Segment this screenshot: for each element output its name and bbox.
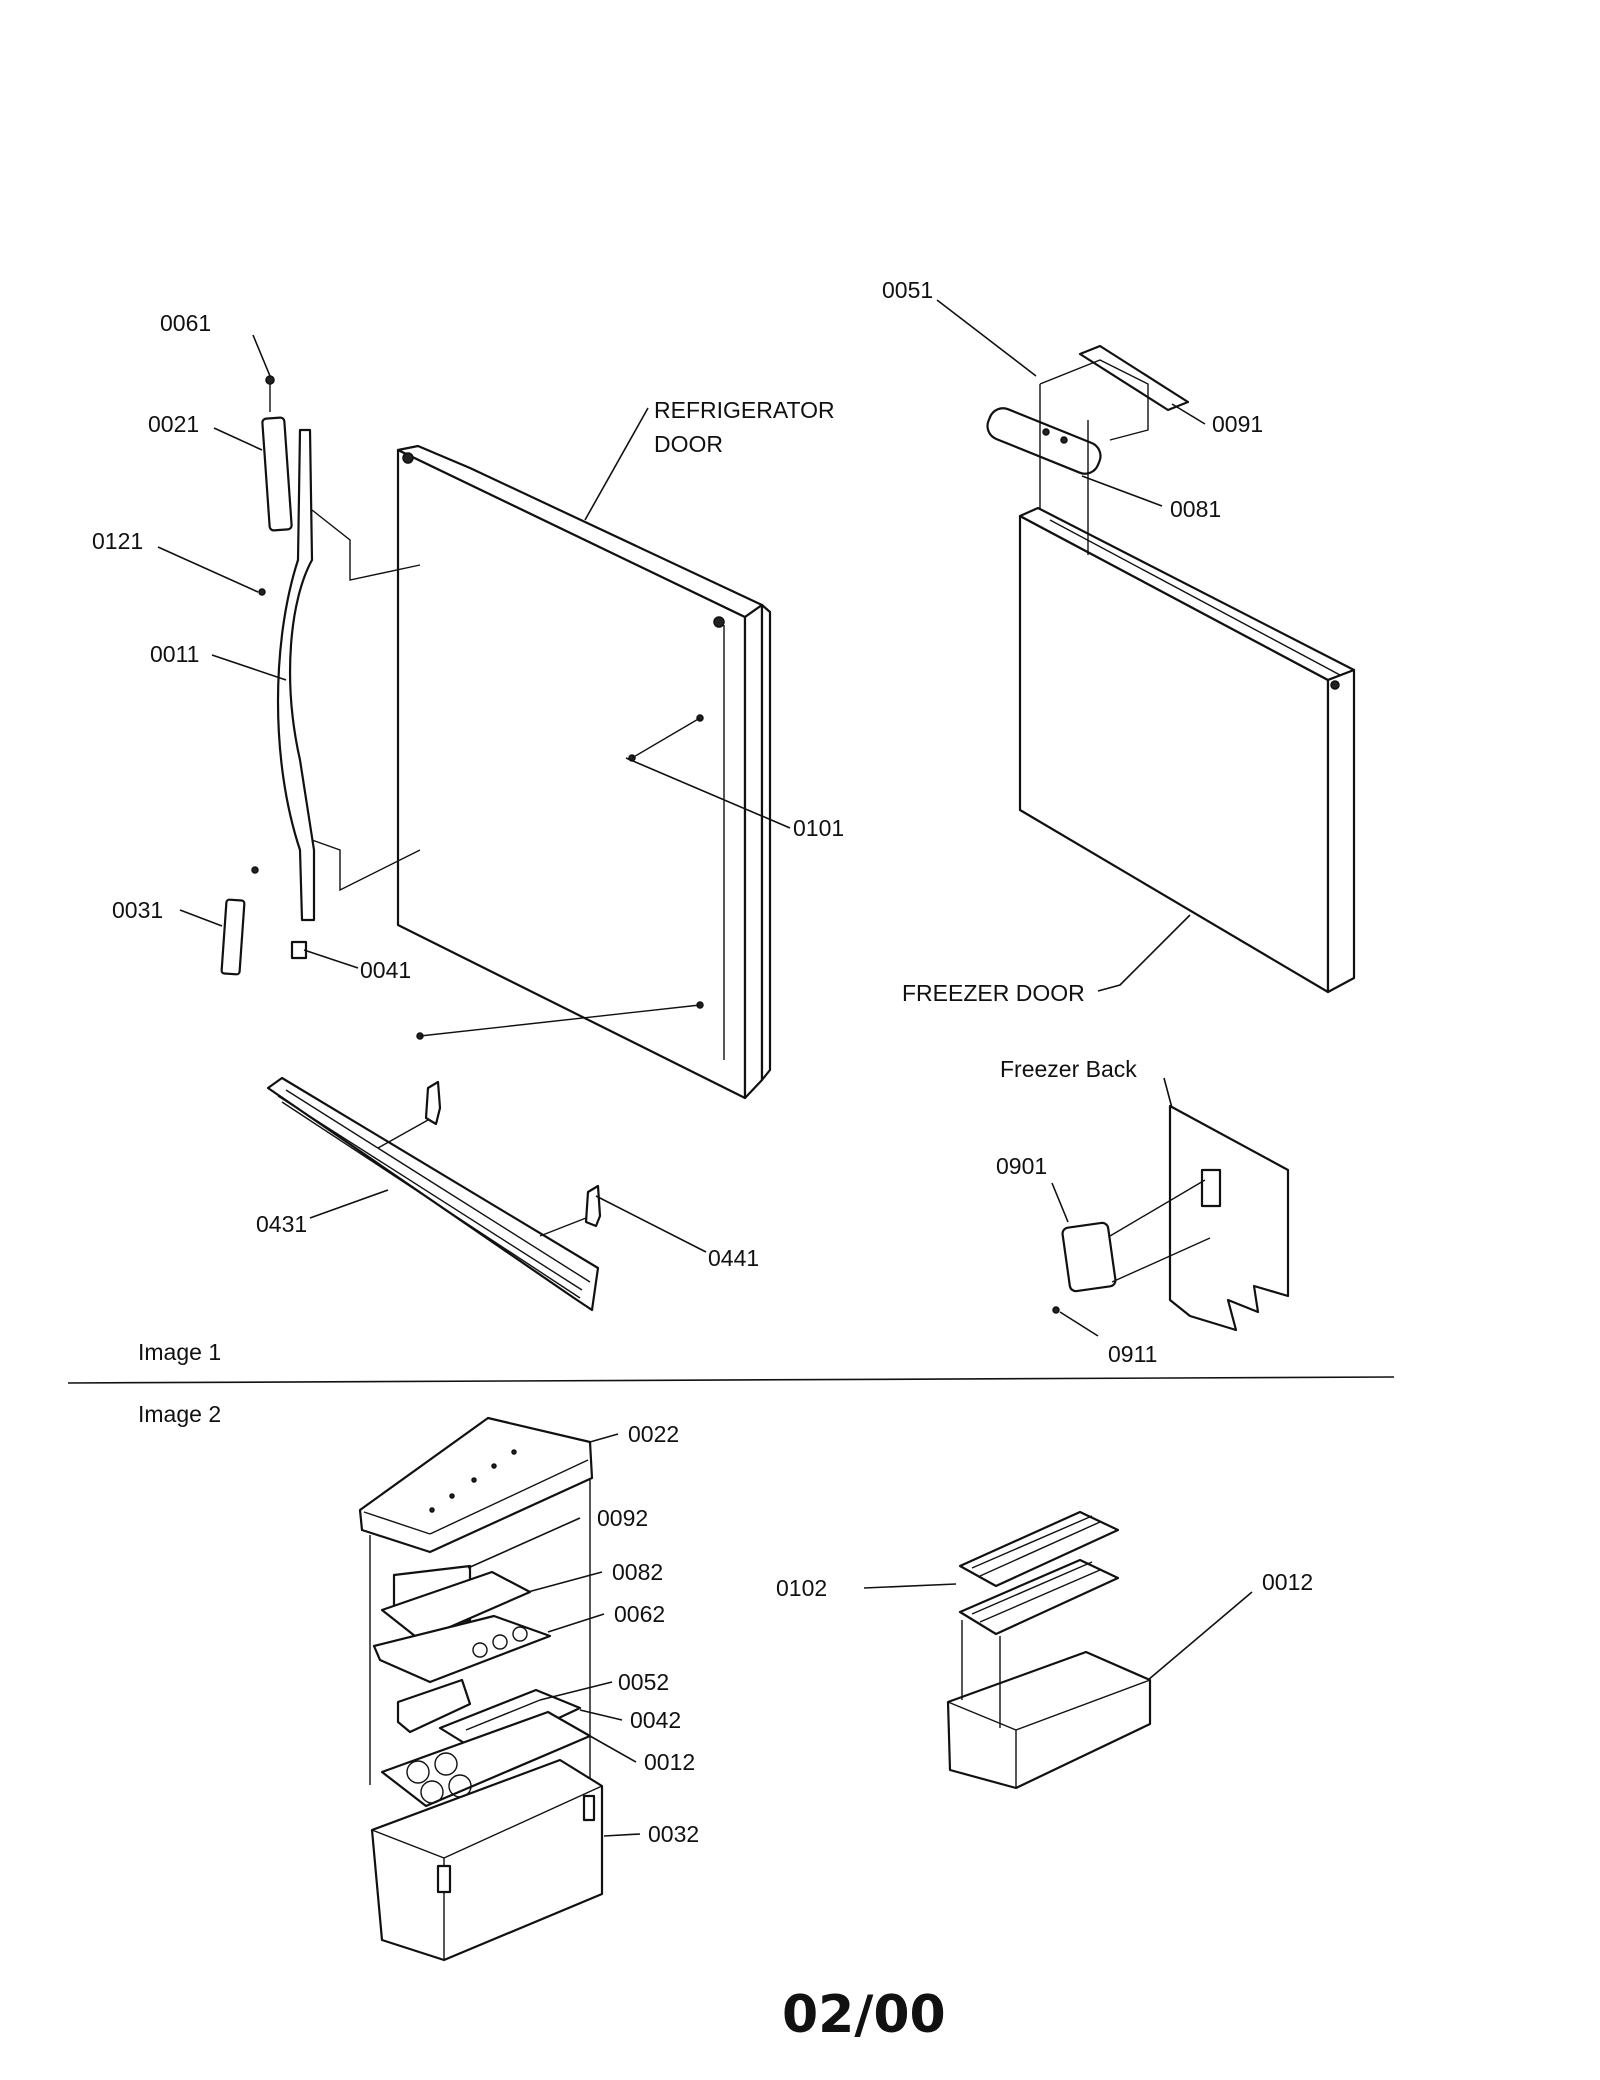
ice-tray-set: [946, 1510, 1152, 1790]
label-0102: 0102: [776, 1575, 827, 1601]
labels-image1: 0061 0021 0121 0011 0031 0041 0101 REFRI…: [92, 277, 1263, 1367]
leader-lines-image2: [467, 1433, 1253, 1837]
label-0092: 0092: [597, 1505, 648, 1531]
handle-clip: [290, 940, 308, 960]
ice-bin: [946, 1650, 1152, 1790]
handle-bottom-cap: [220, 898, 246, 976]
label-0051: 0051: [882, 277, 933, 303]
freezer-door-side-edge: [1326, 668, 1356, 994]
label-0091: 0091: [1212, 411, 1263, 437]
freezer-door-assembly: [986, 344, 1356, 994]
label-0431: 0431: [256, 1211, 307, 1237]
label-refrigerator-door-line1: REFRIGERATOR: [654, 397, 835, 423]
label-freezer-back: Freezer Back: [1000, 1056, 1137, 1082]
toe-grille: [266, 1076, 600, 1312]
label-0441: 0441: [708, 1245, 759, 1271]
label-freezer-door: FREEZER DOOR: [902, 980, 1085, 1006]
label-0032: 0032: [648, 1821, 699, 1847]
label-0061: 0061: [160, 310, 211, 336]
door-handle: [276, 428, 316, 922]
label-0911: 0911: [1108, 1341, 1157, 1367]
door-handle-assembly: [220, 375, 421, 976]
label-0052: 0052: [618, 1669, 669, 1695]
refrigerator-door-top-edge: [396, 444, 764, 619]
labels-image2: 0022 0092 0082 0062 0052 0042 0012 0032 …: [597, 1421, 1313, 1847]
egg-holder-end: [396, 1678, 472, 1734]
label-0022: 0022: [628, 1421, 679, 1447]
revision-date: 02/00: [782, 1985, 946, 2045]
section-label-image2: Image 2: [138, 1401, 221, 1427]
label-0031: 0031: [112, 897, 163, 923]
label-0082: 0082: [612, 1559, 663, 1585]
freezer-back-bracket: [1200, 1168, 1222, 1208]
egg-holder-upper: [372, 1614, 552, 1684]
label-0062: 0062: [614, 1601, 665, 1627]
label-0012-ice-bin: 0012: [1262, 1569, 1313, 1595]
refrigerator-door-panel: [396, 448, 747, 1100]
freezer-door-trim: [1078, 344, 1190, 412]
label-0901: 0901: [996, 1153, 1047, 1179]
toe-grille-assembly: [266, 1076, 602, 1312]
label-0021: 0021: [148, 411, 199, 437]
dairy-compartment-door: [358, 1416, 594, 1554]
freezer-back-assembly: [1052, 1104, 1290, 1332]
label-0101: 0101: [793, 815, 844, 841]
door-bin: [370, 1758, 604, 1962]
door-bins-stack: [358, 1416, 604, 1962]
grille-bracket-lower: [584, 1184, 602, 1228]
label-0041: 0041: [360, 957, 411, 983]
label-0121: 0121: [92, 528, 143, 554]
leader-lines-image1: [157, 299, 1206, 1337]
freezer-back-panel: [1168, 1104, 1290, 1332]
freezer-back-cover: [1061, 1221, 1117, 1293]
section-label-image1: Image 1: [138, 1339, 221, 1365]
refrigerator-door-side-edge: [743, 603, 764, 1100]
label-0011: 0011: [150, 641, 199, 667]
label-0012-egg-tray: 0012: [644, 1749, 695, 1775]
label-0081: 0081: [1170, 496, 1221, 522]
freezer-handle: [986, 407, 1102, 475]
refrigerator-door-gasket-edge: [760, 603, 772, 1082]
label-refrigerator-door-line2: DOOR: [654, 431, 723, 457]
label-0042: 0042: [630, 1707, 681, 1733]
handle-top-cap: [261, 416, 293, 532]
section-divider: [67, 1376, 1395, 1384]
refrigerator-door-assembly: [396, 444, 772, 1100]
grille-bracket-upper: [424, 1080, 442, 1126]
